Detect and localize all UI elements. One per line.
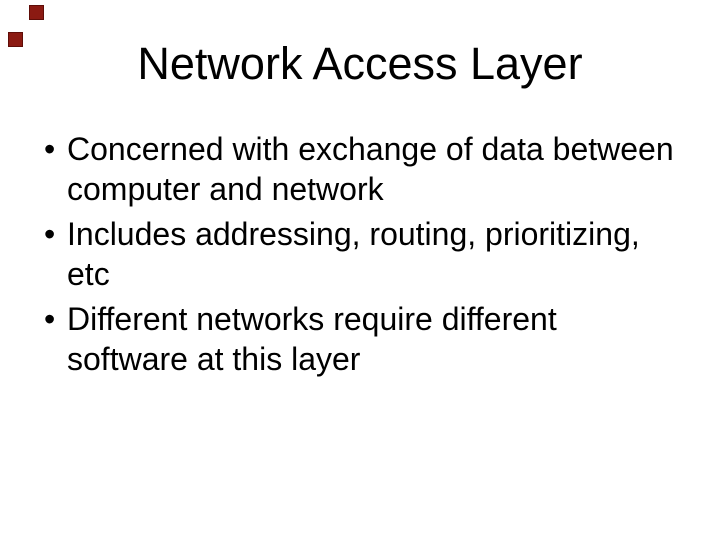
- bullet-dot-icon: •: [44, 216, 56, 252]
- bullet-line: software at this layer: [67, 341, 361, 377]
- bullet-item: • Concerned with exchange of data betwee…: [44, 129, 704, 209]
- bullet-text: Different networks require different sof…: [67, 299, 557, 379]
- bullet-dot-icon: •: [44, 131, 56, 167]
- bullet-line: etc: [67, 256, 110, 292]
- bullet-list: • Concerned with exchange of data betwee…: [44, 129, 704, 384]
- slide-title: Network Access Layer: [137, 38, 583, 89]
- bullet-text: Concerned with exchange of data between …: [67, 129, 674, 209]
- bullet-item: • Different networks require different s…: [44, 299, 704, 379]
- bullet-line: Includes addressing, routing, prioritizi…: [67, 216, 640, 252]
- bullet-item: • Includes addressing, routing, prioriti…: [44, 214, 704, 294]
- bullet-line: Concerned with exchange of data between: [67, 131, 674, 167]
- red-square-decoration-2: [8, 32, 23, 47]
- bullet-line: Different networks require different: [67, 301, 557, 337]
- bullet-line: computer and network: [67, 171, 384, 207]
- bullet-text: Includes addressing, routing, prioritizi…: [67, 214, 640, 294]
- bullet-dot-icon: •: [44, 301, 56, 337]
- red-square-decoration-1: [29, 5, 44, 20]
